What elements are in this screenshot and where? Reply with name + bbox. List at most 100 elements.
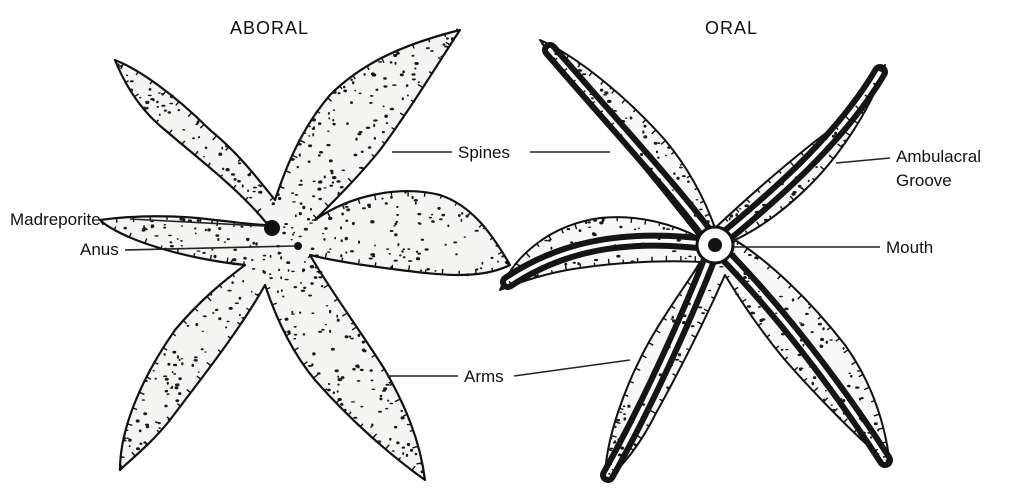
spine-dot: [318, 181, 322, 184]
spine-dot: [324, 227, 327, 230]
spine-dot: [396, 441, 399, 444]
spine-dot: [407, 95, 409, 97]
spine-dot: [607, 100, 612, 103]
spine-dot: [172, 351, 176, 354]
spine-dot: [735, 293, 739, 295]
spine-dot: [291, 311, 293, 314]
spine-dot: [411, 73, 415, 75]
spine-dot: [620, 447, 624, 450]
spine-dot: [360, 369, 364, 371]
spine-dot: [343, 203, 347, 206]
spine-dot: [328, 112, 330, 115]
spine-dot: [800, 323, 804, 326]
spine-dot: [859, 417, 861, 420]
spine-dot: [143, 107, 146, 109]
spine-dot: [239, 297, 242, 300]
spine-dot: [312, 128, 315, 130]
spine-dot: [269, 273, 271, 275]
spine-dot: [597, 249, 600, 251]
spine-dot: [143, 225, 145, 228]
spine-dot: [242, 280, 244, 283]
spine-dot: [303, 287, 306, 289]
spine-dot: [278, 193, 280, 196]
spine-tick: [609, 259, 610, 265]
spine-dot: [372, 256, 376, 258]
spine-dot: [237, 180, 241, 183]
spine-dot: [737, 243, 739, 245]
spine-dot: [458, 214, 461, 217]
spine-dot: [609, 108, 613, 110]
spine-dot: [169, 103, 173, 105]
spine-dot: [341, 376, 345, 379]
spine-dot: [281, 289, 283, 292]
spine-dot: [601, 111, 603, 113]
spine-dot: [390, 108, 394, 111]
spine-dot: [292, 234, 294, 236]
spine-dot: [672, 319, 676, 322]
spine-dot: [310, 208, 312, 211]
spine-dot: [407, 443, 410, 446]
spine-dot: [195, 233, 197, 235]
spine-dot: [646, 171, 650, 173]
spine-dot: [280, 256, 282, 259]
spine-dot: [295, 214, 297, 217]
spine-dot: [232, 258, 236, 261]
spine-dot: [262, 270, 264, 273]
spine-dot: [300, 180, 302, 182]
spine-dot: [328, 217, 332, 220]
spine-dot: [370, 426, 372, 428]
spine-dot: [408, 260, 412, 262]
spine-dot: [618, 454, 622, 457]
spine-dot: [204, 351, 206, 353]
spine-dot: [656, 151, 658, 154]
spine-dot: [291, 227, 294, 229]
spine-dot: [798, 185, 802, 188]
spine-dot: [451, 38, 453, 41]
spine-dot: [326, 305, 329, 306]
spine-dot: [800, 339, 803, 342]
spine-dot: [364, 73, 366, 76]
spine-dot: [591, 97, 594, 99]
spine-dot: [594, 259, 598, 261]
spine-dot: [251, 291, 253, 293]
spine-dot: [126, 430, 128, 432]
spine-dot: [420, 270, 422, 272]
spine-dot: [389, 403, 393, 404]
spine-dot: [399, 254, 401, 256]
spine-dot: [447, 225, 449, 228]
spine-dot: [368, 146, 372, 149]
spine-dot: [842, 399, 845, 402]
spine-dot: [317, 188, 321, 191]
spine-dot: [263, 255, 267, 257]
spine-dot: [142, 399, 145, 401]
spine-dot: [345, 335, 349, 338]
spine-dot: [321, 285, 323, 287]
spine-dot: [623, 405, 626, 407]
spine-dot: [816, 139, 820, 142]
spine-dot: [344, 409, 347, 412]
spine-dot: [170, 241, 173, 243]
spine-dot: [400, 73, 404, 76]
spine-dot: [843, 347, 845, 350]
spine-dot: [303, 132, 307, 134]
spine-dot: [359, 131, 363, 133]
spine-dot: [688, 256, 692, 258]
spine-dot: [642, 403, 645, 405]
spine-dot: [658, 238, 661, 240]
spine-dot: [315, 254, 319, 256]
spine-dot: [314, 276, 318, 279]
spine-dot: [672, 189, 674, 190]
spine-dot: [600, 89, 603, 92]
spine-dot: [418, 81, 420, 83]
spine-dot: [759, 319, 763, 322]
arms-label: Arms: [464, 367, 504, 386]
spine-dot: [205, 147, 208, 150]
spine-dot: [802, 344, 804, 347]
spine-dot: [395, 62, 397, 65]
spine-tick: [123, 440, 126, 441]
spine-dot: [779, 296, 783, 298]
spine-dot: [677, 239, 681, 242]
spine-dot: [719, 266, 723, 268]
spine-dot: [278, 269, 280, 271]
spine-dot: [222, 168, 224, 171]
